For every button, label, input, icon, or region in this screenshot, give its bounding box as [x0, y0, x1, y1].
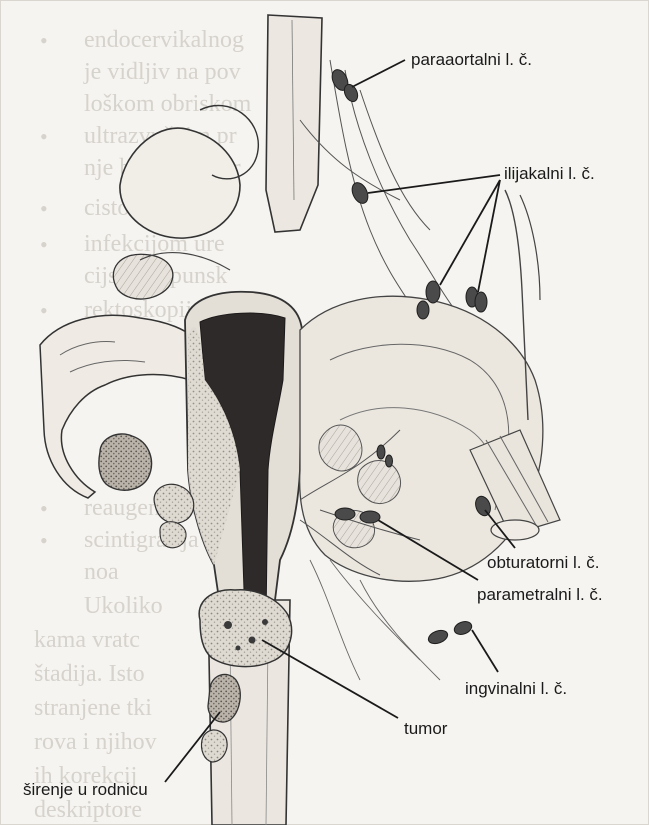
label-tumor: tumor	[404, 720, 447, 737]
label-parametralni: parametralni l. č.	[477, 586, 603, 603]
pelvic-node	[377, 445, 385, 459]
inguinal-node	[452, 619, 473, 636]
label-sirenje: širenje u rodnicu	[23, 781, 148, 798]
inguinal-node	[427, 628, 450, 646]
left-ovary	[99, 434, 152, 490]
label-paraaortalni: paraaortalni l. č.	[411, 51, 532, 68]
aorta-vessel	[266, 15, 322, 232]
label-obturatorni: obturatorni l. č.	[487, 554, 599, 571]
iliac-node	[349, 180, 371, 206]
leader-line-ingvinalni	[472, 630, 498, 672]
leader-line-paraaortalni	[352, 60, 405, 87]
label-ingvinalni: ingvinalni l. č.	[465, 680, 567, 697]
iliac-node	[426, 281, 440, 303]
iliac-node	[417, 301, 429, 319]
iliac-node	[475, 292, 487, 312]
label-ilijakalni: ilijakalni l. č.	[504, 165, 595, 182]
adnexa-upper-left	[113, 106, 258, 300]
uterus	[185, 292, 302, 640]
leader-line-ilijakalni	[368, 175, 500, 193]
parametral-node	[335, 508, 355, 520]
leader-line-ilijakalni	[478, 180, 500, 292]
leader-line-ilijakalni	[440, 180, 500, 285]
left-parametrial-masses	[154, 484, 194, 548]
pelvic-node	[386, 455, 393, 467]
parametral-node	[360, 511, 380, 523]
